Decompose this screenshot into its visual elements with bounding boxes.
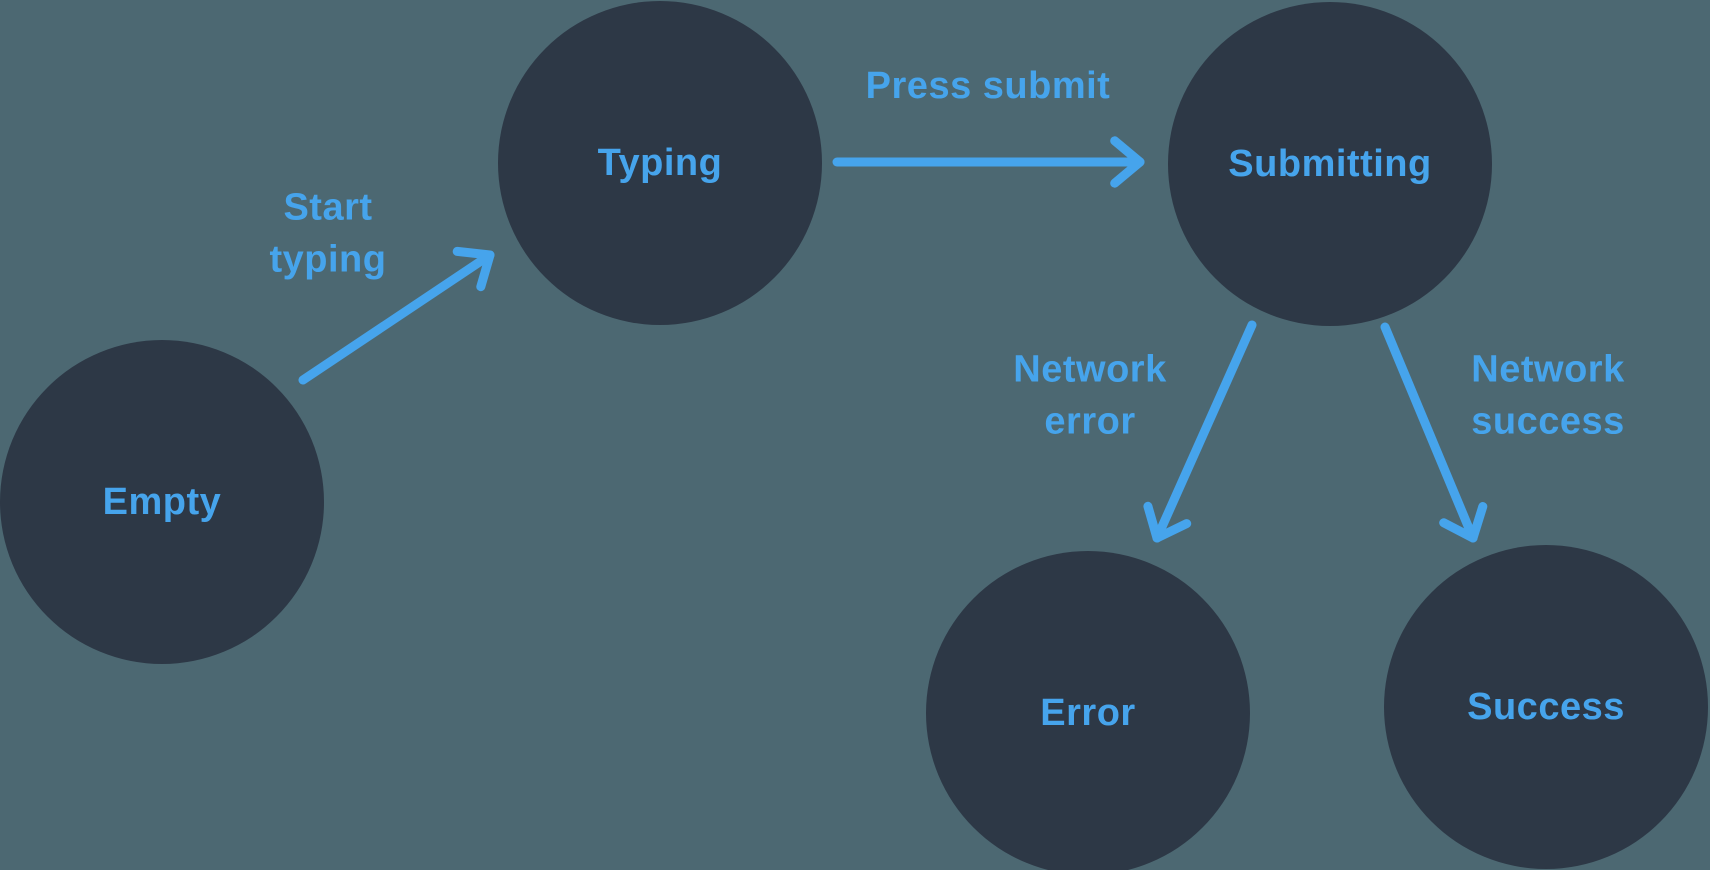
state-label-error: Error: [1040, 691, 1136, 734]
state-node-typing: Typing: [498, 1, 822, 325]
state-node-empty: Empty: [0, 340, 324, 664]
state-node-success: Success: [1384, 545, 1708, 869]
state-label-success: Success: [1467, 685, 1625, 728]
state-label-empty: Empty: [102, 480, 222, 523]
transition-label-press-submit: Press submit: [865, 64, 1111, 107]
transition-label-network-error: Network error: [1013, 348, 1167, 443]
state-node-submitting: Submitting: [1168, 2, 1492, 326]
state-label-typing: Typing: [597, 141, 723, 184]
state-label-submitting: Submitting: [1228, 142, 1432, 185]
transition-label-start-typing: Start typing: [269, 186, 387, 281]
transition-label-network-success: Network success: [1471, 348, 1625, 443]
state-node-error: Error: [926, 551, 1250, 870]
transition-arrow-press-submit: [832, 136, 1145, 188]
